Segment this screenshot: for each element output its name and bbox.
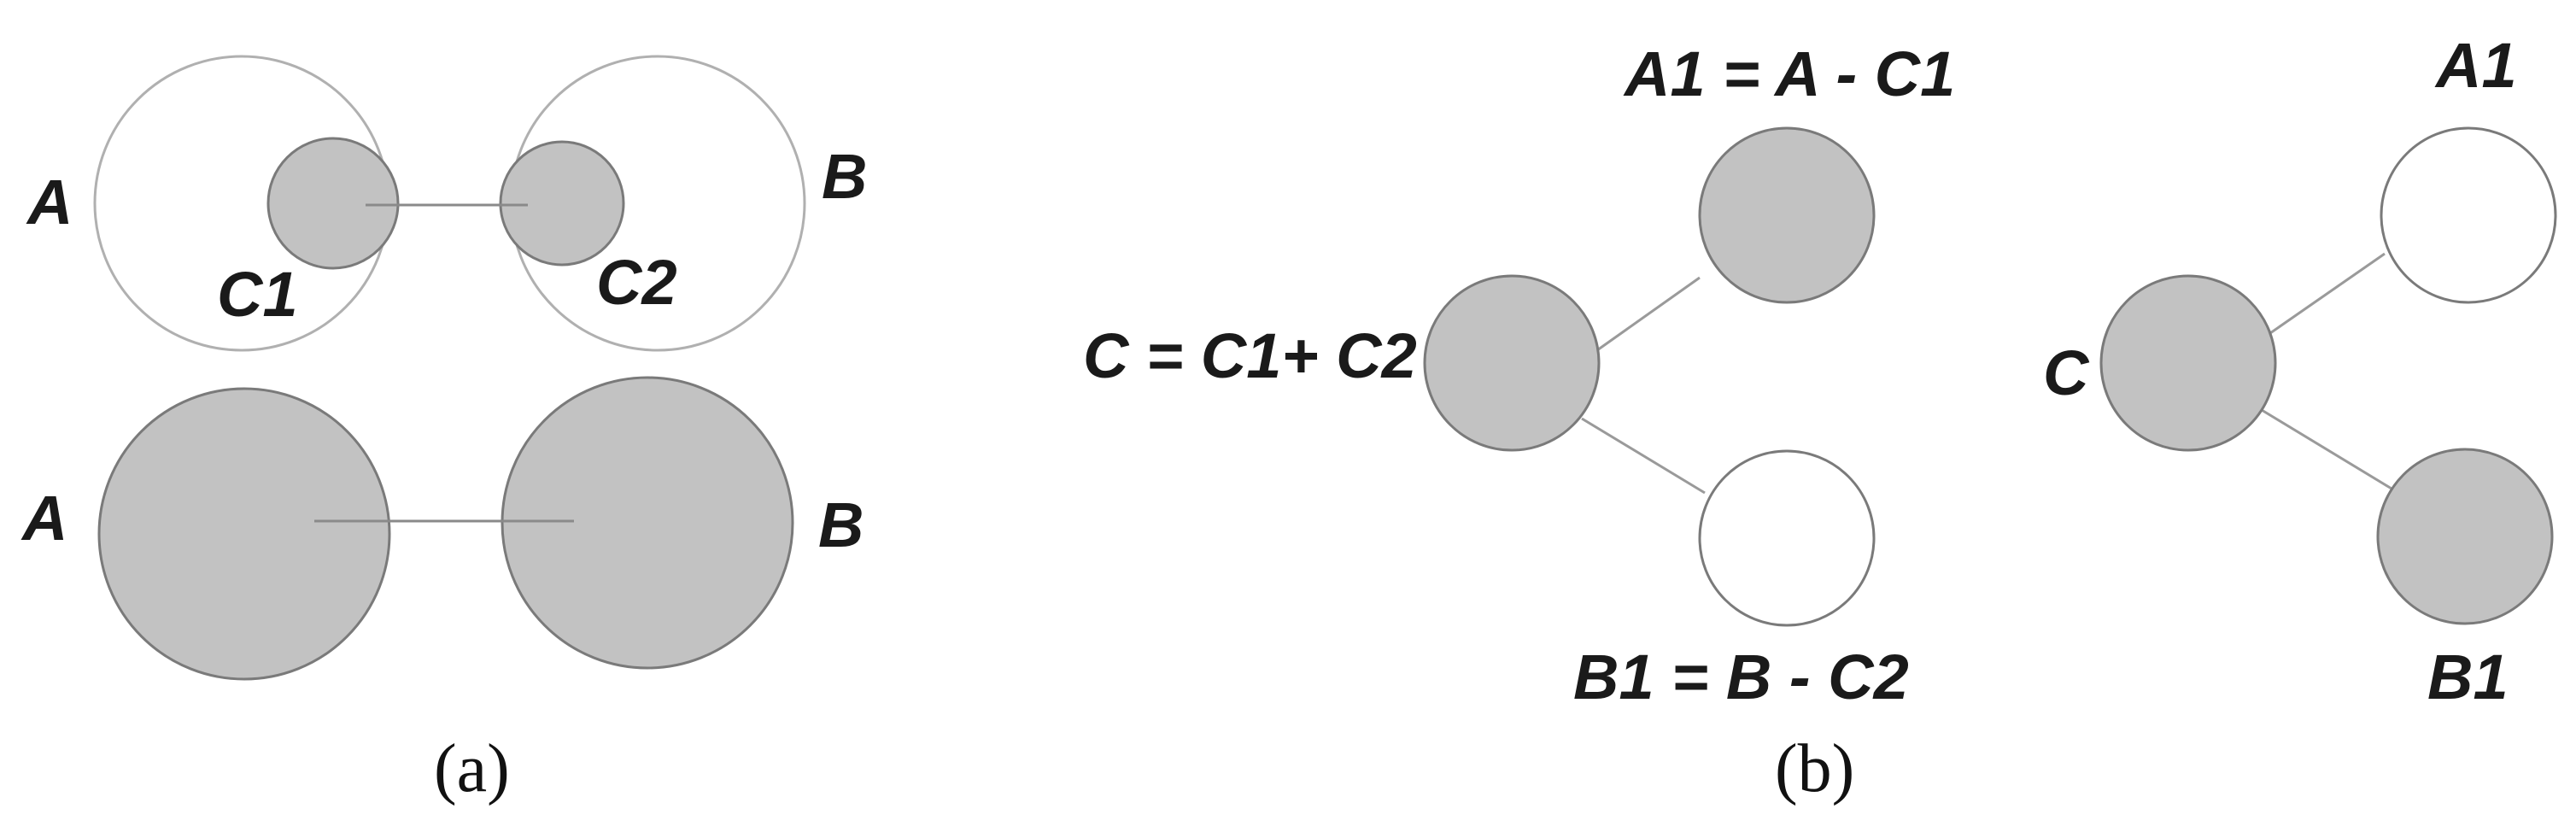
panel-b-left: C = C1+ C2 A1 = A - C1 B1 = B - C2 [1083,38,1955,712]
edge-c-b1-right [2261,408,2392,490]
label-c-sum: C = C1+ C2 [1083,320,1417,391]
label-c-right: C [2043,337,2090,408]
sub-community-c2 [499,140,625,267]
label-a-bottom: A [20,483,67,554]
label-c2: C2 [596,247,677,318]
caption-a: (a) [434,731,510,806]
community-a-node [97,387,391,681]
panel-a-top: A B C1 C2 [26,55,867,352]
node-b1-right [2376,448,2554,625]
edge-c-a1 [1596,276,1701,352]
edge-c-b1 [1581,417,1706,495]
label-b-bottom: B [818,489,864,560]
label-c1: C1 [217,259,298,330]
label-a1-right: A1 [2434,30,2517,101]
panel-b-right: C A1 B1 [2043,30,2557,712]
node-a1-right [2380,126,2557,304]
edge-c-a1-right [2269,252,2386,335]
node-c-right [2099,274,2277,452]
label-b1-eq: B1 = B - C2 [1573,642,1909,712]
caption-b: (b) [1775,731,1854,806]
community-b-node [501,376,794,670]
node-a1 [1698,126,1876,304]
label-b-top: B [822,141,867,212]
node-b1 [1698,449,1876,627]
panel-a-bottom: A B [20,376,864,681]
sub-community-c1 [266,137,400,270]
node-c [1423,274,1601,452]
label-a-top: A [26,167,73,237]
label-a1-eq: A1 = A - C1 [1623,38,1955,109]
label-b1-right: B1 [2427,642,2509,712]
